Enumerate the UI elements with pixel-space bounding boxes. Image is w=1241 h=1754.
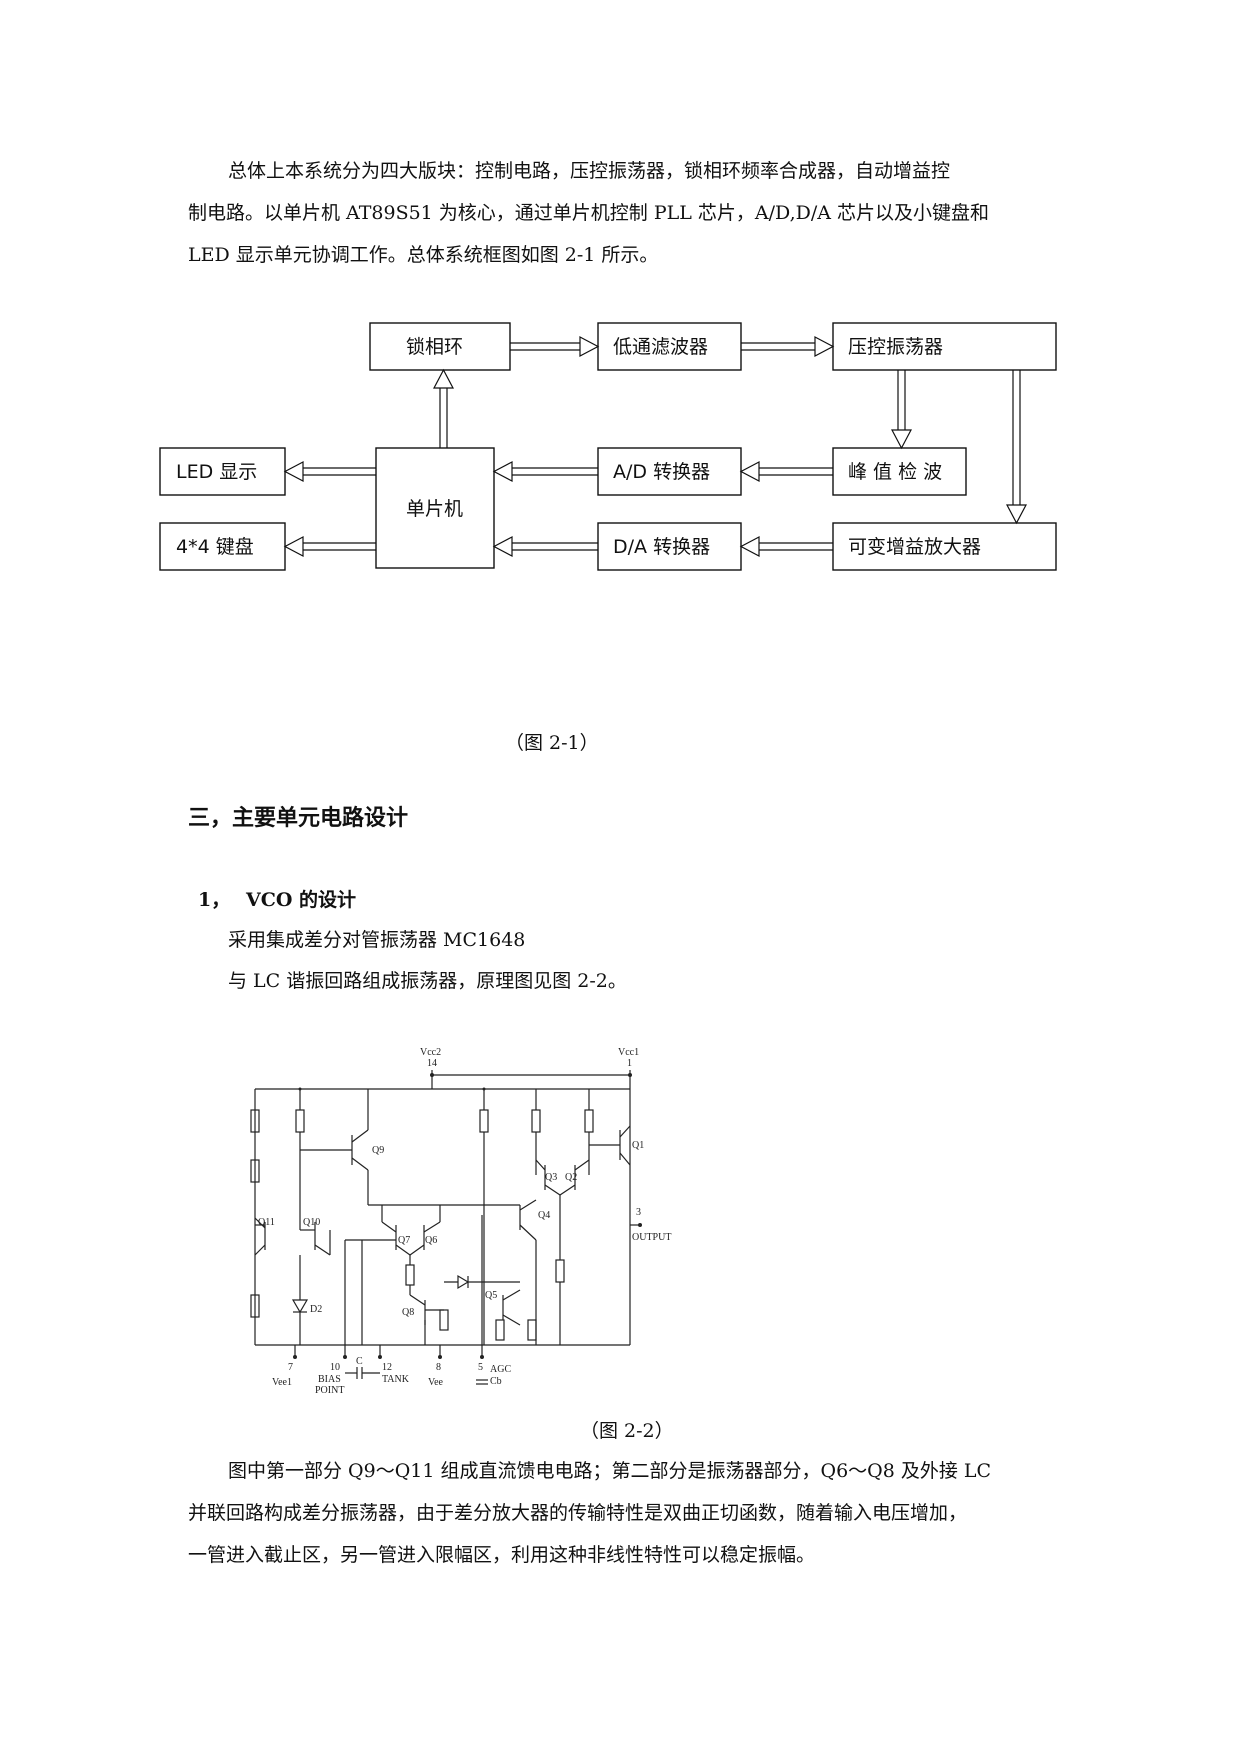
label-q7: Q7 xyxy=(398,1235,410,1246)
subsection-heading: 1， VCO 的设计 xyxy=(198,885,356,912)
explain-line-2: 并联回路构成差分振荡器，由于差分放大器的传输特性是双曲正切函数，随着输入电压增加… xyxy=(188,1502,968,1524)
block-led-label: LED 显示 xyxy=(176,461,257,483)
explain-line-3: 一管进入截止区，另一管进入限幅区，利用这种非线性特性可以稳定振幅。 xyxy=(188,1544,816,1566)
arrow-vco-to-peak xyxy=(891,370,912,450)
label-cap-c: C xyxy=(356,1356,363,1367)
label-q9: Q9 xyxy=(372,1145,384,1156)
mc1648-circuit-schematic: Vcc2 14 Vcc1 1 Q9 Q1 Q3 Q2 Q4 3 OUTPUT Q… xyxy=(250,1047,671,1396)
system-block-diagram: 锁相环 低通滤波器 压控振荡器 LED 显示 单片机 A/D 转换器 峰 值 检… xyxy=(159,322,1057,571)
subsection-title: VCO 的设计 xyxy=(246,889,357,911)
arrow-peak-to-adc xyxy=(739,461,833,482)
section-line-1: 采用集成差分对管振荡器 MC1648 xyxy=(228,929,526,951)
block-pll-label: 锁相环 xyxy=(406,336,463,358)
label-vcc1: Vcc1 xyxy=(618,1047,639,1058)
block-mcu-label: 单片机 xyxy=(406,498,463,520)
arrow-pll-to-lpf xyxy=(510,336,600,357)
label-output: OUTPUT xyxy=(632,1232,671,1243)
label-q2: Q2 xyxy=(565,1172,577,1183)
label-q8: Q8 xyxy=(402,1307,414,1318)
explanation-paragraph: 图中第一部分 Q9～Q11 组成直流馈电电路；第二部分是振荡器部分，Q6～Q8 … xyxy=(188,1452,1058,1574)
label-q1: Q1 xyxy=(632,1140,644,1151)
section-heading: 三，主要单元电路设计 xyxy=(188,806,409,831)
arrow-mcu-to-keypad xyxy=(283,536,376,557)
block-peak xyxy=(832,447,967,496)
label-pin12: 12 xyxy=(382,1362,392,1373)
label-pin7: 7 xyxy=(288,1362,293,1373)
label-agc: AGC xyxy=(490,1364,511,1375)
label-vcc2: Vcc2 xyxy=(420,1047,441,1058)
label-q3: Q3 xyxy=(545,1172,557,1183)
block-dac-label: D/A 转换器 xyxy=(613,536,710,558)
label-q11: Q11 xyxy=(258,1217,275,1228)
arrow-mcu-to-led xyxy=(283,461,376,482)
figure-2-2-caption: （图 2-2） xyxy=(580,1420,674,1442)
intro-paragraph: 总体上本系统分为四大版块：控制电路，压控振荡器，锁相环频率合成器，自动增益控 制… xyxy=(188,152,1058,274)
label-pin10: 10 xyxy=(330,1362,340,1373)
block-pll xyxy=(369,322,511,371)
arrow-vga-to-dac xyxy=(739,536,833,557)
block-peak-label: 峰 值 检 波 xyxy=(848,461,942,483)
label-cb: Cb xyxy=(490,1376,502,1387)
label-pin1: 1 xyxy=(627,1058,632,1069)
arrow-dac-to-mcu xyxy=(492,536,598,557)
arrow-vco-to-vga xyxy=(1006,370,1027,525)
intro-line-1: 总体上本系统分为四大版块：控制电路，压控振荡器，锁相环频率合成器，自动增益控 xyxy=(228,160,951,182)
figure-2-1-caption: （图 2-1） xyxy=(505,732,599,754)
label-pin8: 8 xyxy=(436,1362,441,1373)
label-q10: Q10 xyxy=(303,1217,320,1228)
arrow-mcu-to-pll xyxy=(433,368,454,448)
block-mcu xyxy=(375,447,495,569)
label-bias: BIAS xyxy=(318,1374,341,1385)
block-adc-label: A/D 转换器 xyxy=(613,461,710,483)
arrow-adc-to-mcu xyxy=(492,461,598,482)
label-point: POINT xyxy=(315,1385,344,1396)
block-vco-label: 压控振荡器 xyxy=(848,336,943,358)
label-q5: Q5 xyxy=(485,1290,497,1301)
intro-line-3: LED 显示单元协调工作。总体系统框图如图 2-1 所示。 xyxy=(188,244,659,266)
explain-line-1: 图中第一部分 Q9～Q11 组成直流馈电电路；第二部分是振荡器部分，Q6～Q8 … xyxy=(228,1460,992,1482)
block-vga-label: 可变增益放大器 xyxy=(848,536,981,558)
label-vee1: Vee1 xyxy=(272,1377,292,1388)
label-q6: Q6 xyxy=(425,1235,437,1246)
label-q4: Q4 xyxy=(538,1210,550,1221)
subsection-number: 1， xyxy=(198,889,231,911)
label-d2: D2 xyxy=(310,1304,322,1315)
section-line-2: 与 LC 谐振回路组成振荡器，原理图见图 2-2。 xyxy=(228,970,627,992)
label-tank: TANK xyxy=(382,1374,410,1385)
intro-line-2: 制电路。以单片机 AT89S51 为核心，通过单片机控制 PLL 芯片，A/D,… xyxy=(188,202,990,224)
arrow-lpf-to-vco xyxy=(741,336,835,357)
label-pin14: 14 xyxy=(427,1058,437,1069)
block-vga xyxy=(832,522,1057,571)
label-vee: Vee xyxy=(428,1377,444,1388)
label-pin5: 5 xyxy=(478,1362,483,1373)
block-keypad-label: 4*4 键盘 xyxy=(176,536,254,558)
block-lpf-label: 低通滤波器 xyxy=(613,336,708,358)
label-pin3: 3 xyxy=(636,1207,641,1218)
